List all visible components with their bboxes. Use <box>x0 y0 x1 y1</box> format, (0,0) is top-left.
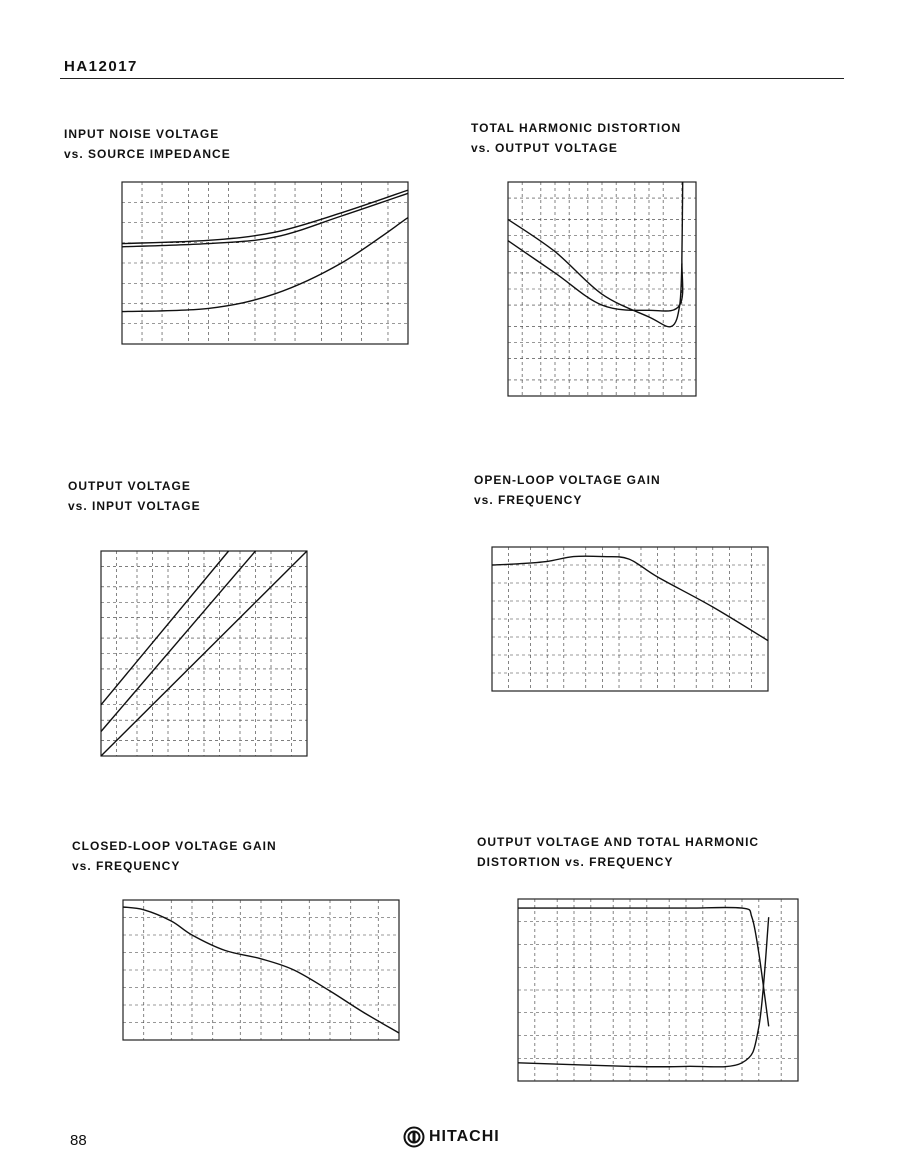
chart-title-line: OUTPUT VOLTAGE AND TOTAL HARMONIC <box>477 835 760 849</box>
chart-title-line: INPUT NOISE VOLTAGE <box>64 127 220 141</box>
series-line <box>121 189 409 245</box>
series-line <box>100 550 257 732</box>
chart-closed-loop <box>122 899 400 1041</box>
series-line <box>121 217 409 313</box>
chart-title-line: vs. OUTPUT VOLTAGE <box>471 141 618 155</box>
grid <box>518 899 798 1081</box>
grid <box>492 547 768 691</box>
hitachi-logo-icon <box>403 1126 425 1148</box>
grid <box>122 182 408 344</box>
chart-vout-thd-freq <box>517 898 799 1082</box>
series-line <box>507 218 683 328</box>
chart-title-vout-vin: OUTPUT VOLTAGE vs. INPUT VOLTAGE <box>68 476 201 516</box>
series-line <box>491 555 769 642</box>
chart-thd <box>507 181 697 397</box>
grid <box>123 900 399 1040</box>
chart-title-line: CLOSED-LOOP VOLTAGE GAIN <box>72 839 277 853</box>
chart-title-closed-loop: CLOSED-LOOP VOLTAGE GAIN vs. FREQUENCY <box>72 836 277 876</box>
chart-title-line: DISTORTION vs. FREQUENCY <box>477 855 674 869</box>
chart-vout-vin <box>100 550 308 757</box>
chart-open-loop <box>491 546 769 692</box>
series-line <box>100 550 230 706</box>
brand-logo: HITACHI <box>403 1126 500 1148</box>
header-rule <box>60 78 844 79</box>
chart-title-line: TOTAL HARMONIC DISTORTION <box>471 121 682 135</box>
chart-noise <box>121 181 409 345</box>
chart-title-line: OPEN-LOOP VOLTAGE GAIN <box>474 473 661 487</box>
chart-title-vout-thd-freq: OUTPUT VOLTAGE AND TOTAL HARMONIC DISTOR… <box>477 832 759 872</box>
chart-title-thd: TOTAL HARMONIC DISTORTION vs. OUTPUT VOL… <box>471 118 681 158</box>
chart-title-open-loop: OPEN-LOOP VOLTAGE GAIN vs. FREQUENCY <box>474 470 661 510</box>
document-title: HA12017 <box>64 58 138 75</box>
brand-name: HITACHI <box>429 1128 500 1145</box>
series-line <box>121 192 409 248</box>
chart-title-line: vs. INPUT VOLTAGE <box>68 499 201 513</box>
chart-title-line: vs. FREQUENCY <box>474 493 583 507</box>
grid <box>508 182 696 396</box>
series-line <box>507 181 684 312</box>
chart-title-line: OUTPUT VOLTAGE <box>68 479 191 493</box>
series-line <box>518 906 770 1027</box>
series-line <box>517 917 770 1068</box>
series-line <box>122 906 400 1034</box>
chart-title-line: vs. SOURCE IMPEDANCE <box>64 147 231 161</box>
series-line <box>100 550 308 757</box>
page-number: 88 <box>70 1132 87 1149</box>
chart-title-line: vs. FREQUENCY <box>72 859 181 873</box>
chart-title-noise: INPUT NOISE VOLTAGE vs. SOURCE IMPEDANCE <box>64 124 231 164</box>
